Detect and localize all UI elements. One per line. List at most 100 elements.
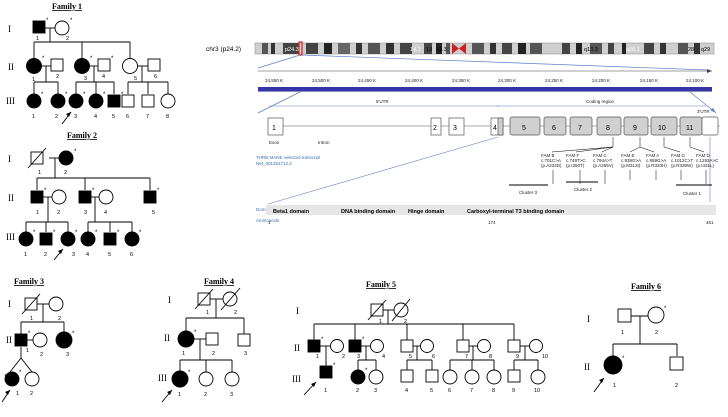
family-2-member-III-5 xyxy=(103,232,117,246)
family-1-member-III-4 xyxy=(88,93,104,109)
coordinate-label: 24,100 K xyxy=(686,78,704,83)
variant-family: FAM D xyxy=(696,153,711,158)
coordinate-label: 24,500 K xyxy=(312,78,330,83)
family-3-num-III-2: 2 xyxy=(30,391,33,397)
cluster-2-label: Cluster 2 xyxy=(574,187,593,192)
band-28: 28 xyxy=(688,47,694,53)
family-1-num-II-2: 2 xyxy=(56,74,59,80)
svg-text:*: * xyxy=(622,356,625,362)
svg-text:*: * xyxy=(53,230,56,236)
family-5-num-II-1: 1 xyxy=(316,354,319,360)
family-5-member-III-7 xyxy=(464,369,480,385)
cluster-3-label: Cluster 3 xyxy=(519,190,538,195)
carrier-markers: ** *** *** ** * *** *** *** *** ** *** *… xyxy=(19,18,667,376)
family-6-num-I-2: 2 xyxy=(655,330,658,336)
exon-2-label: 2 xyxy=(433,125,437,132)
family-1-member-III-2 xyxy=(50,93,66,109)
family-3-title: Family 3 xyxy=(14,277,44,286)
coordinate-label: 24,250 K xyxy=(545,78,563,83)
family-3-member-II-1 xyxy=(14,333,28,347)
family-2-gen-III: III xyxy=(6,232,15,242)
family-4-num-II-2: 2 xyxy=(212,351,215,357)
family-1-member-I-2 xyxy=(54,20,70,36)
variant-family: FAM B xyxy=(541,153,555,158)
svg-text:*: * xyxy=(42,56,45,62)
gene-panel: chr3 (p24.2) xyxy=(206,41,720,225)
variant-family: FAM E xyxy=(621,153,635,158)
aa-start: 1 xyxy=(268,220,271,225)
family-5-member-III-1 xyxy=(319,365,333,379)
family-2-member-II-5 xyxy=(143,190,157,204)
svg-text:*: * xyxy=(28,331,31,337)
family-2-member-II-1 xyxy=(30,190,44,204)
svg-text:*: * xyxy=(75,230,78,236)
family-1-num-II-6: 6 xyxy=(154,74,157,80)
family-2-title: Family 2 xyxy=(67,131,97,140)
family-5-member-II-4 xyxy=(370,339,384,353)
family-1-member-III-1 xyxy=(26,93,42,109)
svg-text:*: * xyxy=(41,92,44,98)
intron-legend-label: Intron xyxy=(318,140,330,145)
family-2-num-III-1: 1 xyxy=(24,252,27,258)
family-3-gen-II: II xyxy=(6,335,12,345)
family-5-member-II-9 xyxy=(507,339,521,353)
family-1-num-II-3: 3 xyxy=(84,76,87,82)
family-5-member-III-8 xyxy=(486,369,502,385)
family-1-num-II-1: 1 xyxy=(32,77,35,83)
band-p24-3: p24.3 xyxy=(285,47,299,53)
family-6-member-II-1 xyxy=(603,355,623,375)
family-4-member-II-1 xyxy=(177,330,195,348)
family-5-member-II-1 xyxy=(307,339,321,353)
variant-cdna: c.1293A>C xyxy=(696,158,719,163)
variant-annotations: FAM B c.701C>A (p.A234D) FAM F c.749T>C … xyxy=(509,137,719,196)
family-1-gen-I: I xyxy=(8,24,11,34)
family-5-num-III-2: 2 xyxy=(356,388,359,394)
family-4-member-III-2 xyxy=(198,371,214,387)
svg-text:*: * xyxy=(65,92,68,98)
svg-text:*: * xyxy=(46,18,49,24)
family-1-gen-II: II xyxy=(8,62,14,72)
band-14-1: 14.1 xyxy=(410,47,421,53)
variant-protein: (p.R320H) xyxy=(646,163,667,168)
family-5-num-II-8: 8 xyxy=(489,354,492,360)
cluster-1-label: Cluster 1 xyxy=(683,191,702,196)
family-5-num-II-5: 5 xyxy=(409,354,412,360)
family-1-member-II-4 xyxy=(97,58,111,72)
family-6-member-II-2 xyxy=(669,356,684,371)
exon-4-label: 4 xyxy=(493,125,497,132)
family-5-num-II-10: 10 xyxy=(542,354,548,360)
family-5-num-I-2: 2 xyxy=(404,319,407,325)
variant-protein: (p.M313I) xyxy=(621,163,641,168)
family-3-num-I-1: 1 xyxy=(30,316,33,322)
band-12-3: 12.3 xyxy=(436,47,447,53)
family-5-num-III-4: 4 xyxy=(405,388,408,394)
variant-protein: (p.I250T) xyxy=(566,163,585,168)
family-4-gen-I: I xyxy=(168,295,171,305)
coordinate-label: 24,150 K xyxy=(640,78,658,83)
family-3-member-I-2 xyxy=(48,296,64,312)
coordinate-label: 24,450 K xyxy=(358,78,376,83)
svg-text:*: * xyxy=(139,230,142,236)
family-5-member-II-6 xyxy=(420,339,434,353)
family-4-title: Family 4 xyxy=(204,277,234,286)
family-5-num-III-10: 10 xyxy=(534,388,540,394)
family-5-member-III-6 xyxy=(442,369,458,385)
domain-hinge: Hinge domain xyxy=(408,209,445,215)
chromosome-label: chr3 (p24.2) xyxy=(206,46,241,53)
variant-family: FAM A xyxy=(646,153,659,158)
exon-legend-label: Exon xyxy=(269,140,280,145)
domain-dna-binding: DNA binding domain xyxy=(341,209,396,215)
variant-cdna: c.939G>A xyxy=(621,158,641,163)
svg-text:*: * xyxy=(194,330,197,336)
family-2-num-III-6: 6 xyxy=(130,252,133,258)
exon-5 xyxy=(509,116,541,136)
domain-beta1: Beta1 domain xyxy=(273,209,310,215)
family-5-gen-II: II xyxy=(294,343,300,353)
family-6-member-I-1 xyxy=(617,308,632,323)
family-5-num-II-4: 4 xyxy=(382,354,385,360)
family-5-member-II-3 xyxy=(348,339,362,353)
family-5-member-II-8 xyxy=(477,339,491,353)
family-4-member-III-1 xyxy=(171,370,189,388)
family-5-gen-III: III xyxy=(292,374,301,384)
band-13: 13 xyxy=(426,47,432,53)
